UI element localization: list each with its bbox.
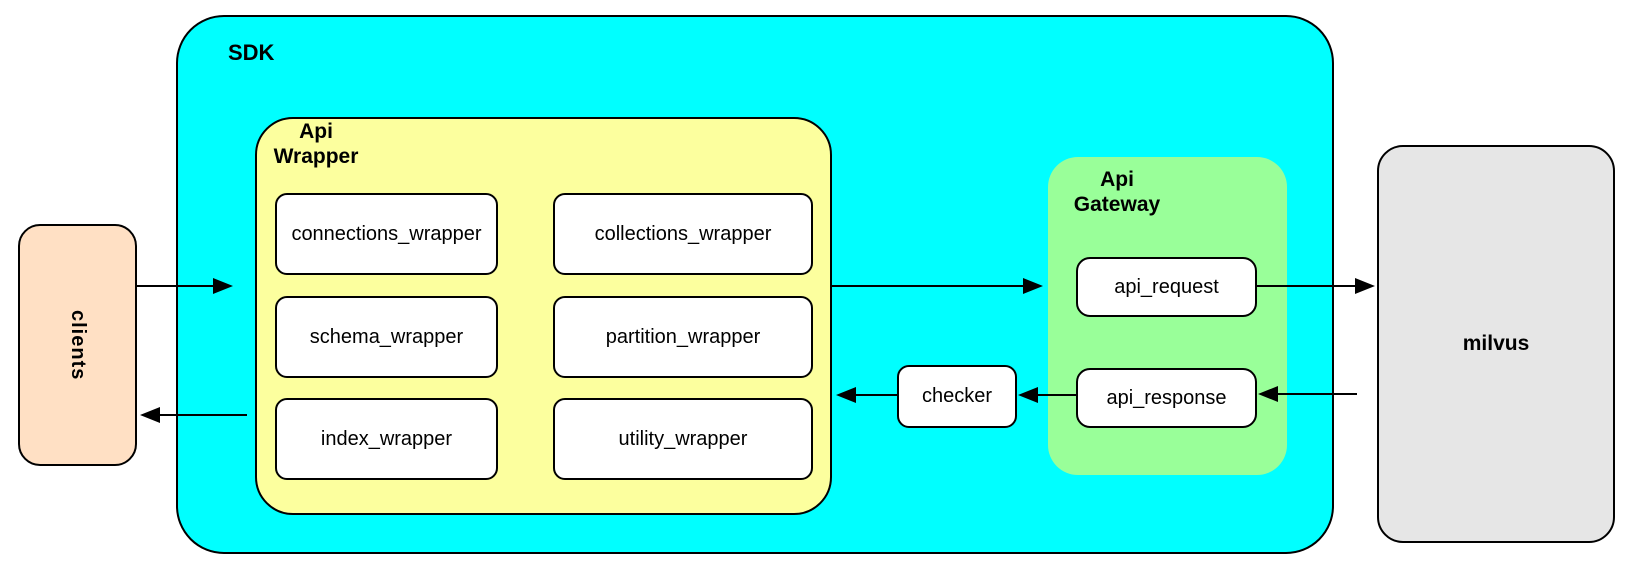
api-wrapper-label: Api Wrapper bbox=[273, 120, 359, 168]
utility-wrapper-box: utility_wrapper bbox=[553, 398, 813, 480]
partition-wrapper-box: partition_wrapper bbox=[553, 296, 813, 378]
sdk-label: SDK bbox=[228, 40, 275, 65]
milvus-label: milvus bbox=[1462, 332, 1530, 355]
api-request-label: api_request bbox=[1114, 275, 1219, 298]
connections-wrapper-label: connections_wrapper bbox=[291, 222, 482, 245]
api-gateway-label: Api Gateway bbox=[1073, 168, 1161, 216]
schema-wrapper-box: schema_wrapper bbox=[275, 296, 498, 378]
arrow-wrapper-to-gateway-line bbox=[832, 285, 1023, 287]
partition-wrapper-label: partition_wrapper bbox=[605, 325, 761, 348]
api-response-label: api_response bbox=[1106, 386, 1227, 409]
connections-wrapper-box: connections_wrapper bbox=[275, 193, 498, 275]
api-request-box: api_request bbox=[1076, 257, 1257, 317]
index-wrapper-box: index_wrapper bbox=[275, 398, 498, 480]
arrow-request-to-milvus-line bbox=[1257, 285, 1355, 287]
api-response-box: api_response bbox=[1076, 368, 1257, 428]
collections-wrapper-label: collections_wrapper bbox=[594, 222, 772, 245]
arrow-checker-to-wrapper-line bbox=[856, 394, 897, 396]
arrow-clients-to-sdk-line bbox=[137, 285, 213, 287]
arrow-wrapper-to-gateway-head-icon bbox=[1023, 278, 1043, 294]
arrow-response-to-checker-line bbox=[1038, 394, 1076, 396]
arrow-checker-to-wrapper-head-icon bbox=[836, 387, 856, 403]
schema-wrapper-label: schema_wrapper bbox=[309, 325, 464, 348]
arrow-clients-to-sdk-head-icon bbox=[213, 278, 233, 294]
index-wrapper-label: index_wrapper bbox=[320, 427, 453, 450]
arrow-milvus-to-response-head-icon bbox=[1258, 386, 1278, 402]
arrow-sdk-to-clients-line bbox=[160, 414, 247, 416]
arrow-request-to-milvus-head-icon bbox=[1355, 278, 1375, 294]
milvus-box: milvus bbox=[1377, 145, 1615, 543]
arrow-sdk-to-clients-head-icon bbox=[140, 407, 160, 423]
utility-wrapper-label: utility_wrapper bbox=[618, 427, 748, 450]
checker-label: checker bbox=[921, 385, 993, 407]
arrow-response-to-checker-head-icon bbox=[1018, 387, 1038, 403]
checker-box: checker bbox=[897, 365, 1017, 428]
clients-label: clients bbox=[67, 309, 89, 381]
arrow-milvus-to-response-line bbox=[1278, 393, 1357, 395]
clients-box: clients bbox=[18, 224, 137, 466]
collections-wrapper-box: collections_wrapper bbox=[553, 193, 813, 275]
